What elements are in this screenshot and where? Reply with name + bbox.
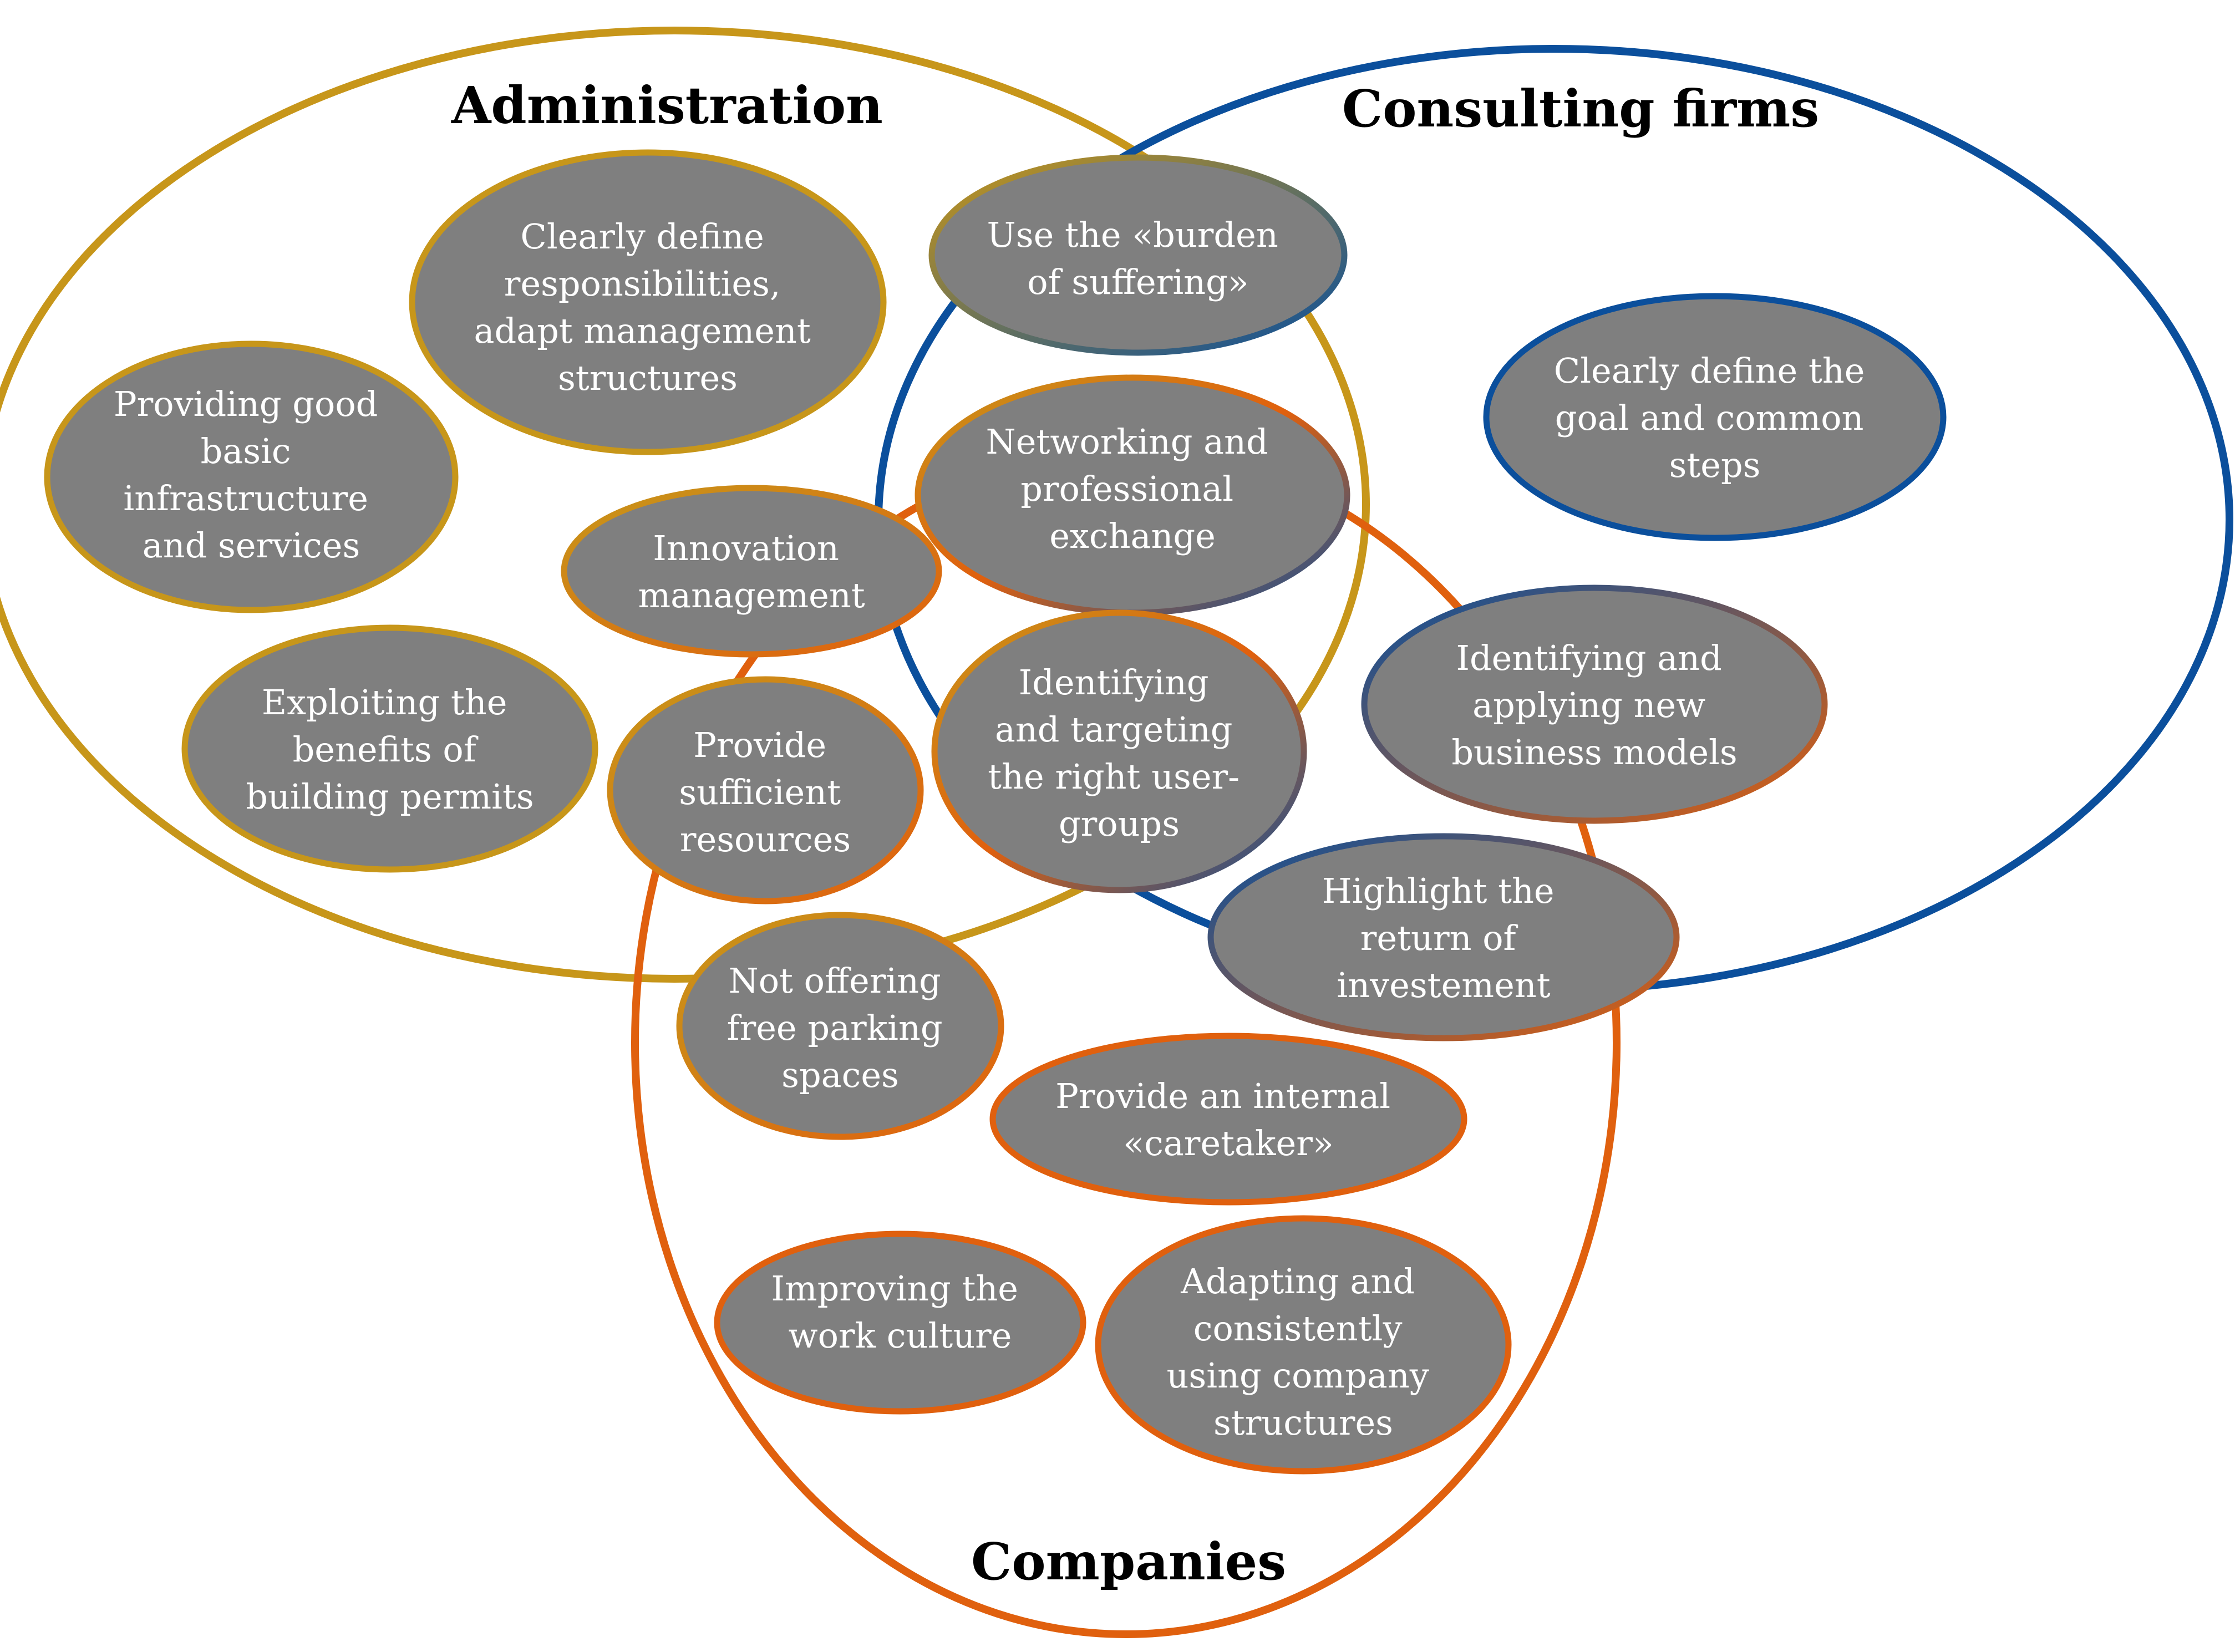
- node-no-free-parking-text: Not offering free parking spaces: [727, 960, 954, 1095]
- node-work-culture-bubble: [714, 1231, 1086, 1415]
- node-define-goal: Clearly define the goal and common steps: [1483, 293, 1947, 541]
- node-return-of-investment-text: Highlight the return of investement: [1322, 871, 1566, 1005]
- set-titles: Administration Consulting firms Companie…: [451, 75, 1819, 1592]
- node-innovation-management: Innovation management: [561, 485, 942, 658]
- administration-set-label: Administration: [451, 75, 883, 135]
- node-sufficient-resources: Provide sufficient resources: [607, 676, 924, 904]
- node-business-models-bubble: [1361, 584, 1828, 824]
- node-innovation-management-text: Innovation management: [638, 528, 865, 616]
- node-internal-caretaker-text: Provide an internal «caretaker»: [1055, 1076, 1401, 1163]
- companies-set-label: Companies: [971, 1532, 1286, 1592]
- node-burden-of-suffering: Use the «burden of suffering»: [928, 154, 1348, 356]
- node-return-of-investment-bubble: [1207, 833, 1680, 1041]
- node-building-permits: Exploiting the benefits of building perm…: [181, 624, 598, 873]
- node-no-free-parking-bubble: [676, 912, 1004, 1140]
- node-company-structures-bubble: [1095, 1215, 1512, 1475]
- node-target-user-groups-bubble: [931, 609, 1307, 893]
- node-business-models: Identifying and applying new business mo…: [1361, 584, 1828, 824]
- node-company-structures: Adapting and consistently using company …: [1095, 1215, 1512, 1475]
- node-basic-infrastructure: Providing good basic infrastructure and …: [44, 340, 459, 613]
- node-work-culture: Improving the work culture: [714, 1231, 1086, 1415]
- node-define-goal-text: Clearly define the goal and common steps: [1554, 350, 1876, 485]
- node-burden-of-suffering-text: Use the «burden of suffering»: [987, 215, 1289, 302]
- node-define-goal-bubble: [1483, 293, 1947, 541]
- node-business-models-text: Identifying and applying new business mo…: [1451, 638, 1737, 772]
- node-basic-infrastructure-bubble: [44, 340, 459, 613]
- node-define-responsibilities: Clearly define responsibilities, adapt m…: [409, 149, 887, 455]
- node-target-user-groups-text: Identifying and targeting the right user…: [988, 662, 1251, 844]
- node-define-responsibilities-bubble: [409, 149, 887, 455]
- node-return-of-investment: Highlight the return of investement: [1207, 833, 1680, 1041]
- node-building-permits-bubble: [181, 624, 598, 873]
- node-company-structures-text: Adapting and consistently using company …: [1166, 1261, 1440, 1443]
- node-burden-of-suffering-bubble: [928, 154, 1348, 356]
- node-work-culture-text: Improving the work culture: [771, 1268, 1029, 1356]
- node-sufficient-resources-bubble: [607, 676, 924, 904]
- node-target-user-groups: Identifying and targeting the right user…: [931, 609, 1307, 893]
- administration-set-circle: [0, 27, 1370, 983]
- node-networking-text: Networking and professional exchange: [986, 421, 1279, 556]
- node-internal-caretaker-bubble: [989, 1033, 1467, 1206]
- consulting-set-label: Consulting firms: [1342, 79, 1819, 139]
- node-internal-caretaker: Provide an internal «caretaker»: [989, 1033, 1467, 1206]
- measure-nodes: Use the «burden of suffering» Clearly de…: [44, 149, 1947, 1475]
- node-networking: Networking and professional exchange: [915, 374, 1350, 616]
- node-define-responsibilities-text: Clearly define responsibilities, adapt m…: [474, 216, 821, 398]
- node-sufficient-resources-text: Provide sufficient resources: [679, 725, 851, 860]
- node-building-permits-text: Exploiting the benefits of building perm…: [246, 682, 534, 817]
- node-basic-infrastructure-text: Providing good basic infrastructure and …: [114, 384, 389, 566]
- node-no-free-parking: Not offering free parking spaces: [676, 912, 1004, 1140]
- node-innovation-management-bubble: [561, 485, 942, 658]
